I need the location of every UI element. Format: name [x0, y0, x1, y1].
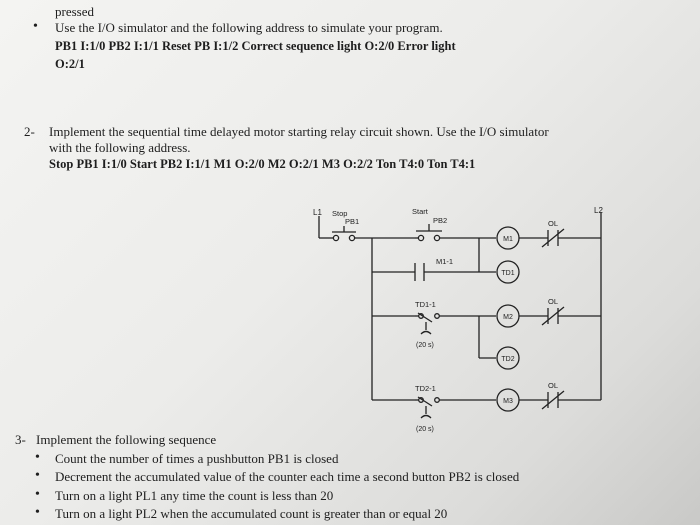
item-3-title: Implement the following sequence — [36, 432, 217, 447]
l1-label: L1 — [313, 208, 322, 217]
td2-contact-label: TD2-1 — [415, 384, 436, 393]
td1-coil-label: TD1 — [501, 270, 514, 277]
bullet-dot: • — [35, 487, 40, 502]
delay-2-label: (20 s) — [416, 426, 434, 433]
delay-1-label: (20 s) — [416, 342, 434, 349]
pressed-text: pressed — [55, 4, 94, 19]
bullet-dot: • — [35, 450, 40, 465]
ol-label-3: OL — [548, 381, 558, 390]
item-3-bullet-4: Turn on a light PL2 when the accumulated… — [55, 506, 448, 521]
ol-label-1: OL — [548, 219, 558, 228]
item-3-bullet-3: Turn on a light PL1 any time the count i… — [55, 488, 334, 503]
pb2-label: PB2 — [433, 216, 447, 225]
bullet-dot: • — [33, 19, 38, 34]
item-3-bullet-1: Count the number of times a pushbutton P… — [55, 451, 339, 466]
m1-contact-label: M1-1 — [436, 257, 453, 266]
item-2-number: 2- — [24, 124, 35, 139]
td1-contact-label: TD1-1 — [415, 300, 436, 309]
item-3-number: 3- — [15, 432, 26, 447]
bullet-dot: • — [35, 468, 40, 483]
td1-coil — [496, 260, 520, 284]
m1-coil-label: M1 — [503, 236, 513, 243]
pb1-label: PB1 — [345, 217, 359, 226]
l2-label: L2 — [594, 206, 603, 215]
m2-coil-label: M2 — [503, 314, 513, 321]
item-2-line-2: with the following address. — [49, 140, 191, 155]
address-line-1: PB1 I:1/0 PB2 I:1/1 Reset PB I:1/2 Corre… — [55, 39, 456, 53]
stop-label: Stop — [332, 209, 347, 218]
item-2-line-1: Implement the sequential time delayed mo… — [49, 124, 549, 139]
address-line-2: O:2/1 — [55, 57, 85, 71]
td2-coil-label: TD2 — [501, 356, 514, 363]
m3-coil-label: M3 — [503, 398, 513, 405]
ol-label-2: OL — [548, 297, 558, 306]
td2-coil — [496, 346, 520, 370]
item-3-bullet-2: Decrement the accumulated value of the c… — [55, 469, 520, 484]
start-label: Start — [412, 207, 429, 216]
item-2-addresses: Stop PB1 I:1/0 Start PB2 I:1/1 M1 O:2/0 … — [49, 157, 476, 171]
simulator-instruction: Use the I/O simulator and the following … — [55, 20, 443, 35]
bullet-dot: • — [35, 505, 40, 520]
